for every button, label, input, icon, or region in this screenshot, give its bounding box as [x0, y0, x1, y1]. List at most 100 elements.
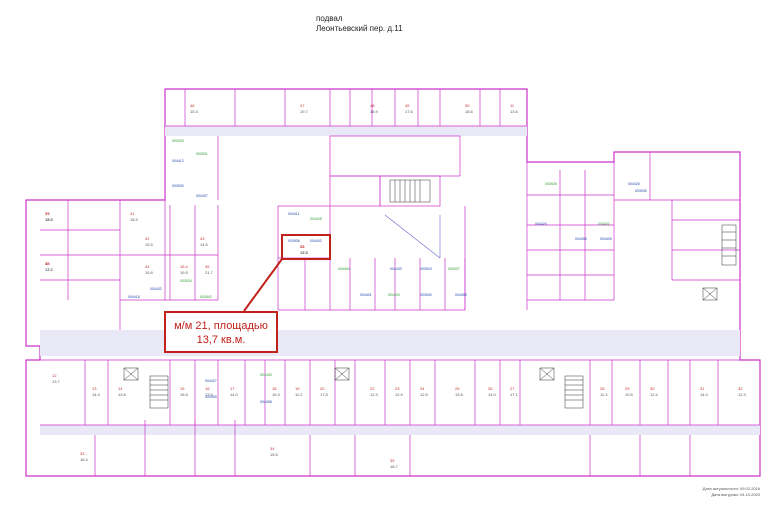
- room-label: 15.5: [270, 452, 279, 457]
- room-code: 004422: [598, 222, 610, 226]
- room-label: 12.9: [395, 392, 404, 397]
- room-code: 004403: [388, 293, 400, 297]
- room-label: 44: [145, 264, 150, 269]
- room-label: 18.4: [80, 457, 89, 462]
- room-label: 49: [405, 103, 410, 108]
- room-label: 14.0: [488, 392, 497, 397]
- room-label: 25: [455, 386, 460, 391]
- room-label: 45: [205, 264, 210, 269]
- room-code: 004405: [600, 237, 612, 241]
- room-label: 11.2: [295, 392, 303, 397]
- room-label: 18.2: [45, 217, 54, 222]
- room-label: 17.6: [405, 109, 414, 114]
- room-label: 14.0: [230, 392, 239, 397]
- room-label: 22: [370, 386, 375, 391]
- outer-walls: [25, 88, 761, 477]
- room-label: 16.9: [370, 109, 379, 114]
- room-label: 15.3: [190, 109, 199, 114]
- room-code: 004401: [360, 293, 372, 297]
- room-code: 004427: [205, 379, 217, 383]
- room-label: 12.7: [45, 267, 54, 272]
- room-label: 42: [145, 236, 150, 241]
- room-code: 004408: [455, 293, 467, 297]
- room-label: 17: [230, 386, 235, 391]
- room-label: 40: [45, 261, 50, 266]
- room-label: 36: [300, 244, 305, 249]
- room-code: 003940: [420, 293, 432, 297]
- room-label: 16: [205, 386, 210, 391]
- room-label: 41: [130, 211, 135, 216]
- room-code: 004406: [575, 237, 587, 241]
- room-label: 15.5: [180, 392, 189, 397]
- room-label: 19: [295, 386, 300, 391]
- room-label: 13.7: [52, 379, 61, 384]
- highlight-box: [281, 234, 331, 260]
- room-label: 47: [300, 103, 305, 108]
- footer-date-actual: Дата актуальности: 09.02.2016: [702, 486, 760, 491]
- room-code: 003942: [200, 295, 212, 299]
- room-label: 17.1: [510, 392, 519, 397]
- room-label: 16.3: [272, 392, 281, 397]
- room-label: 23: [395, 386, 400, 391]
- room-label: 12.5: [420, 392, 429, 397]
- room-code: 003943: [420, 267, 432, 271]
- room-code: 003933: [172, 139, 184, 143]
- room-code: 003936: [288, 239, 300, 243]
- room-label: 16.4: [180, 264, 189, 269]
- room-code: 003934: [180, 279, 192, 283]
- room-label: 12.4: [650, 392, 659, 397]
- room-label: 48: [370, 103, 375, 108]
- room-label: 35: [390, 458, 395, 463]
- room-code: 004412: [172, 159, 184, 163]
- room-code: 004404: [338, 267, 350, 271]
- room-label: 21.7: [205, 270, 214, 275]
- door-swing-icon: [384, 214, 441, 259]
- room-code: 004411: [288, 212, 299, 216]
- room-label: 12: [52, 373, 57, 378]
- room-code: 004418: [128, 295, 140, 299]
- room-code: 004425: [310, 217, 322, 221]
- room-label: 13: [92, 386, 97, 391]
- room-label: 33: [80, 451, 85, 456]
- room-code: 003935: [635, 189, 647, 193]
- interior-walls: [40, 89, 760, 476]
- room-label: 14.6: [200, 242, 209, 247]
- room-label: 24: [420, 386, 425, 391]
- room-label: 17.2: [45, 267, 54, 272]
- room-label: 14: [118, 386, 123, 391]
- callout-line1: м/м 21, площадью: [174, 320, 268, 332]
- room-label: 15.8: [145, 270, 154, 275]
- room-label: 17.8: [320, 392, 329, 397]
- room-code: 004430: [390, 267, 402, 271]
- callout-box: м/м 21, площадью 13,7 кв.м.: [164, 311, 278, 353]
- room-label: 18.5: [130, 217, 139, 222]
- elevator-icon: [123, 287, 718, 381]
- room-code: 004433: [260, 373, 272, 377]
- room-label: 46: [190, 103, 195, 108]
- room-code: 004432: [150, 287, 162, 291]
- staircase-icon: [149, 179, 737, 409]
- room-label: 18.7: [390, 464, 399, 469]
- room-code: 003937: [448, 267, 460, 271]
- room-label: 43: [200, 236, 205, 241]
- room-label: 38: [45, 261, 50, 266]
- room-label: 28: [600, 386, 605, 391]
- room-label: 15.5: [145, 242, 154, 247]
- room-label: 18.6: [465, 109, 474, 114]
- room-label: 31: [700, 386, 705, 391]
- room-label: 13.5: [205, 392, 214, 397]
- room-label: 11: [510, 103, 515, 108]
- room-label: 19.7: [300, 109, 309, 114]
- room-label: 26: [488, 386, 493, 391]
- room-label: 17.2: [300, 250, 309, 255]
- corridor-hatch: [40, 126, 760, 435]
- room-label: 13.6: [118, 392, 127, 397]
- room-label: 20: [320, 386, 325, 391]
- room-label: 18: [272, 386, 277, 391]
- room-label: 10.5: [625, 392, 634, 397]
- room-label: 37: [45, 211, 50, 216]
- room-label: 12.3: [738, 392, 747, 397]
- room-label: 14.4: [92, 392, 101, 397]
- room-label: 15.5: [300, 250, 309, 255]
